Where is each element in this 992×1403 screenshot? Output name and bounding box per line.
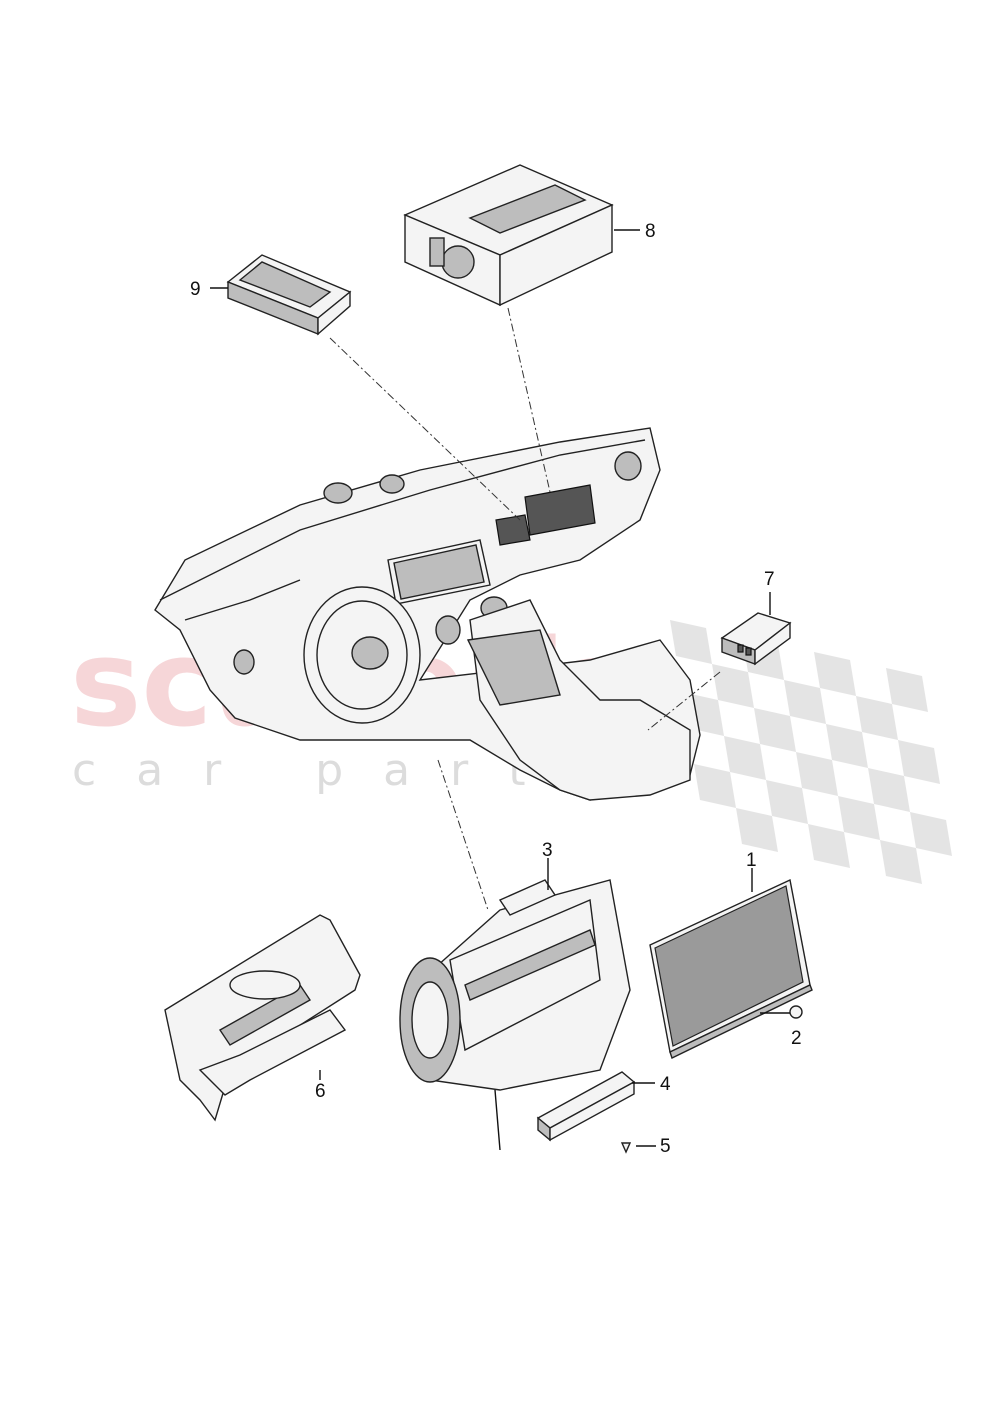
part-2-screw (760, 1005, 803, 1019)
flag-square (856, 696, 898, 740)
flag-square (712, 664, 754, 708)
watermark-flag (670, 620, 952, 884)
callout-2: 2 (791, 1028, 802, 1049)
flag-square (898, 740, 940, 784)
callout-labels: 1 2 3 4 5 6 7 8 9 (190, 221, 802, 1157)
callout-3: 3 (542, 840, 553, 861)
flag-square (868, 768, 910, 812)
flag-square (814, 652, 856, 696)
flag-square (910, 812, 952, 856)
part-4-module (536, 1071, 636, 1142)
flag-square (886, 668, 928, 712)
part-9-card-reader (226, 254, 352, 336)
callout-9: 9 (190, 279, 201, 300)
callout-7: 7 (764, 569, 775, 590)
flag-square (826, 724, 868, 768)
part-5-screw (620, 1142, 632, 1154)
callout-4: 4 (660, 1074, 671, 1095)
flag-square (736, 808, 778, 852)
flag-square (838, 796, 880, 840)
part-7-connector-unit (720, 612, 792, 666)
part-3-control-unit (399, 879, 631, 1151)
flag-square (766, 780, 808, 824)
flag-square (880, 840, 922, 884)
connection-lines (329, 307, 721, 911)
part-1-display (649, 878, 813, 1059)
flag-square (796, 752, 838, 796)
part-8-head-unit (403, 164, 614, 307)
callout-8: 8 (645, 221, 656, 242)
dashboard-assembly (154, 427, 701, 801)
callout-5: 5 (660, 1136, 671, 1157)
flag-square (784, 680, 826, 724)
flag-square (724, 736, 766, 780)
flag-square (754, 708, 796, 752)
callout-leaders (210, 229, 771, 1147)
flag-square (670, 620, 712, 664)
flag-square (694, 764, 736, 808)
callout-1: 1 (746, 850, 757, 871)
callout-6: 6 (315, 1081, 326, 1102)
flag-square (808, 824, 850, 868)
part-6-bracket (164, 914, 361, 1122)
